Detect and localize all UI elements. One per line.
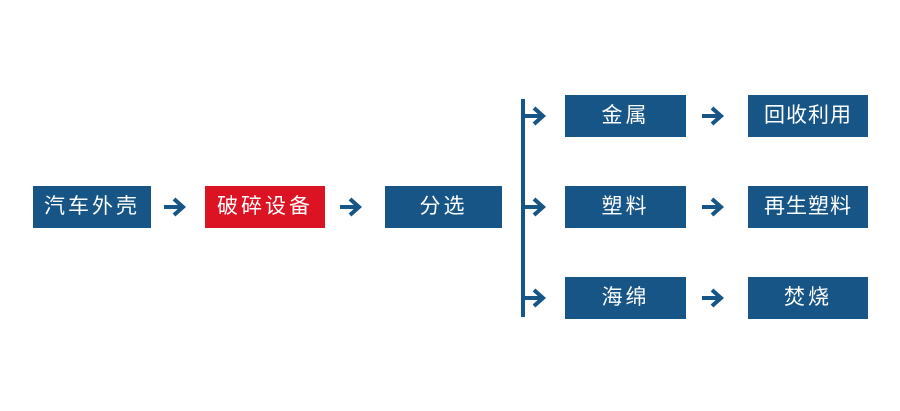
node-sorting: 分选 — [385, 186, 502, 228]
arrow-right-icon — [700, 287, 730, 309]
arrow-right-icon — [338, 196, 368, 218]
node-metal: 金属 — [565, 95, 686, 137]
node-sponge: 海绵 — [565, 277, 686, 319]
node-recycled-plastic: 再生塑料 — [748, 186, 868, 228]
arrow-right-icon — [700, 196, 730, 218]
arrow-right-icon — [162, 196, 192, 218]
node-car-shell: 汽车外壳 — [33, 186, 151, 228]
node-crushing-equipment: 破碎设备 — [205, 186, 325, 228]
node-incineration: 焚烧 — [748, 277, 868, 319]
arrow-right-icon — [522, 287, 552, 309]
arrow-right-icon — [522, 196, 552, 218]
node-recycling: 回收利用 — [748, 95, 868, 137]
arrow-right-icon — [700, 105, 730, 127]
arrow-right-icon — [522, 105, 552, 127]
node-plastic: 塑料 — [565, 186, 686, 228]
